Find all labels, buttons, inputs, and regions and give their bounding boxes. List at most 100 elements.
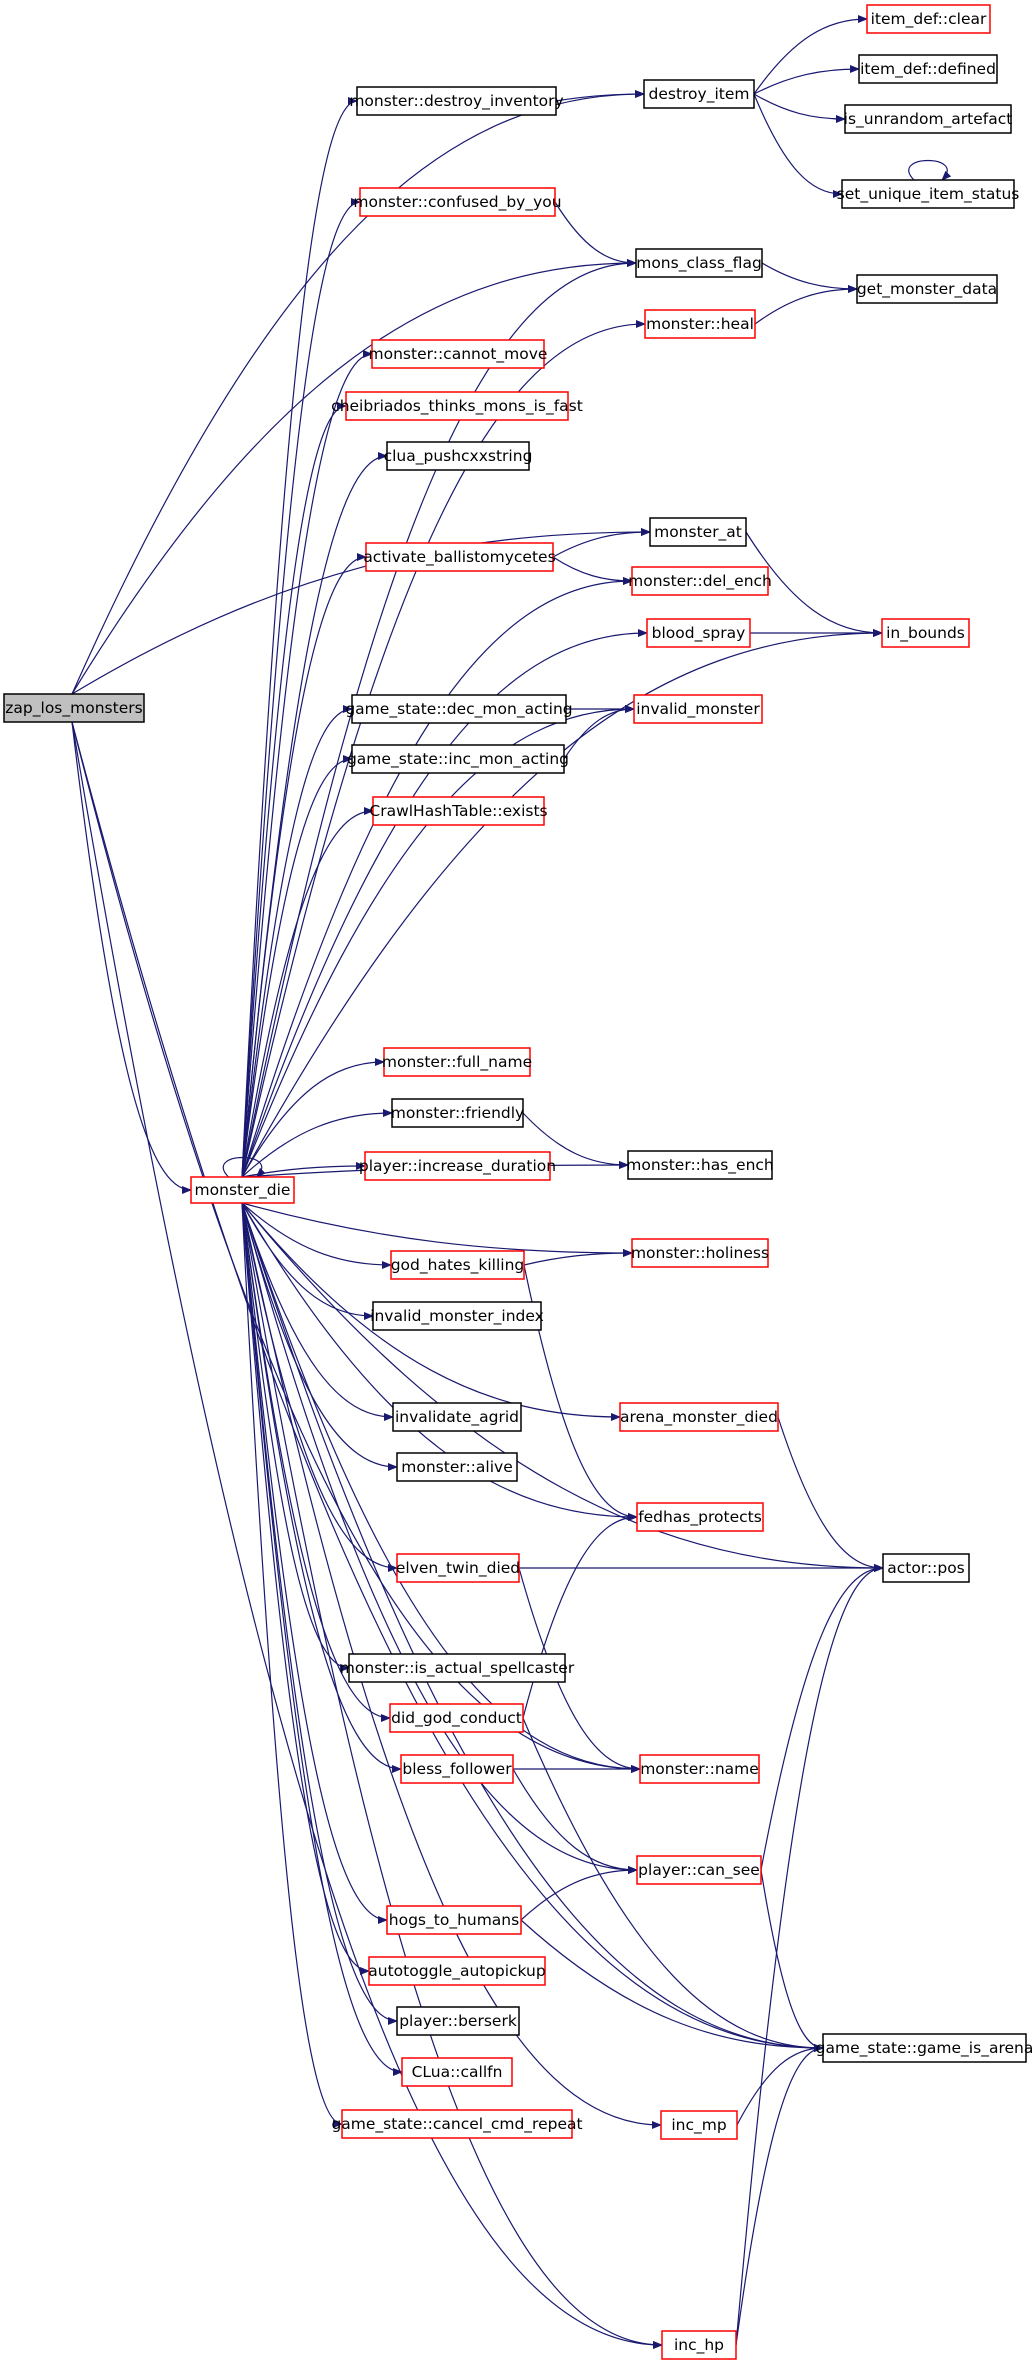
- node-activate_ballistomycetes[interactable]: activate_ballistomycetes: [363, 542, 556, 572]
- node-mon_full_name[interactable]: monster::full_name: [382, 1047, 532, 1077]
- edge-destroy_item-to-item_def_defined: [753, 65, 860, 95]
- node-god_hates_killing[interactable]: god_hates_killing: [390, 1250, 525, 1280]
- node-box: [386, 1905, 522, 1935]
- node-label: monster::alive: [401, 1458, 512, 1476]
- node-player_can_see[interactable]: player::can_see: [636, 1855, 762, 1885]
- node-box: [372, 1301, 542, 1331]
- node-in_bounds[interactable]: in_bounds: [881, 618, 970, 648]
- node-inc_mp[interactable]: inc_mp: [660, 2110, 738, 2140]
- node-destroy_item[interactable]: destroy_item: [643, 79, 755, 109]
- node-is_unrandom_artefact[interactable]: is_unrandom_artefact: [844, 104, 1013, 134]
- node-label: invalidate_agrid: [395, 1408, 519, 1427]
- node-label: invalid_monster_index: [370, 1307, 544, 1326]
- node-elven_twin_died[interactable]: elven_twin_died: [396, 1553, 520, 1583]
- node-label: autotoggle_autopickup: [368, 1962, 545, 1981]
- node-autotoggle_autopickup[interactable]: autotoggle_autopickup: [368, 1956, 546, 1986]
- node-blood_spray[interactable]: blood_spray: [646, 618, 751, 648]
- node-mon_holiness[interactable]: monster::holiness: [631, 1238, 769, 1268]
- node-gs_game_is_arena[interactable]: game_state::game_is_arena: [816, 2033, 1034, 2063]
- node-box: [636, 1855, 762, 1885]
- node-item_def_defined[interactable]: item_def::defined: [858, 54, 998, 84]
- edge-monster_die-to-mon_alive: [241, 1202, 398, 1471]
- node-box: [644, 309, 756, 339]
- edge-inc_mp-to-gs_game_is_arena: [736, 2044, 824, 2126]
- node-label: monster::friendly: [391, 1104, 524, 1122]
- node-label: monster::holiness: [631, 1244, 769, 1262]
- edge-zap_los_monsters-to-monster_die: [71, 721, 192, 1194]
- node-label: destroy_item: [649, 85, 750, 104]
- edge-monster_die-to-mon_confused_by_you: [241, 198, 361, 1178]
- edge-monster_die-to-did_god_conduct: [241, 1202, 391, 1722]
- edge-hogs_to_humans-to-player_can_see: [520, 1866, 638, 1921]
- node-label: did_god_conduct: [391, 1709, 522, 1728]
- edge-monster_die-to-mon_full_name: [241, 1058, 385, 1178]
- node-bless_follower[interactable]: bless_follower: [400, 1754, 514, 1784]
- node-gs_cancel_cmd_repeat[interactable]: game_state::cancel_cmd_repeat: [331, 2109, 583, 2139]
- node-mons_class_flag[interactable]: mons_class_flag: [635, 248, 763, 278]
- node-item_def_clear[interactable]: item_def::clear: [866, 4, 991, 34]
- node-player_increase_duration[interactable]: player::increase_duration: [359, 1151, 556, 1181]
- node-fedhas_protects[interactable]: fedhas_protects: [636, 1502, 764, 1532]
- node-actor_pos[interactable]: actor::pos: [882, 1553, 970, 1583]
- node-zap_los_monsters[interactable]: zap_los_monsters: [3, 693, 145, 723]
- node-label: cheibriados_thinks_mons_is_fast: [331, 397, 583, 416]
- node-label: game_state::inc_mon_acting: [347, 750, 569, 769]
- node-invalid_monster[interactable]: invalid_monster: [633, 694, 763, 724]
- edge-zap_los_monsters-to-inc_hp: [71, 721, 663, 2349]
- edge-destroy_item-to-set_unique_item_status: [753, 93, 843, 198]
- node-mon_is_actual_spellcaster[interactable]: monster::is_actual_spellcaster: [340, 1653, 575, 1683]
- node-clua_pushcxxstring[interactable]: clua_pushcxxstring: [384, 441, 533, 471]
- node-inc_hp[interactable]: inc_hp: [661, 2330, 737, 2360]
- node-mon_alive[interactable]: monster::alive: [396, 1452, 518, 1482]
- node-clua_callfn[interactable]: CLua::callfn: [401, 2057, 513, 2087]
- node-mon_heal[interactable]: monster::heal: [644, 309, 756, 339]
- node-set_unique_item_status[interactable]: set_unique_item_status: [837, 179, 1020, 209]
- node-monster_at[interactable]: monster_at: [649, 517, 747, 547]
- edge-activate_ballistomycetes-to-mon_del_ench: [552, 556, 633, 585]
- node-player_berserk[interactable]: player::berserk: [396, 2006, 520, 2036]
- edge-monster_die-to-bless_follower: [241, 1202, 402, 1773]
- node-invalid_monster_index[interactable]: invalid_monster_index: [370, 1301, 544, 1331]
- node-mon_confused_by_you[interactable]: monster::confused_by_you: [353, 187, 562, 217]
- node-label: fedhas_protects: [638, 1508, 762, 1527]
- node-cheibriados[interactable]: cheibriados_thinks_mons_is_fast: [331, 391, 583, 421]
- node-label: game_state::game_is_arena: [816, 2039, 1034, 2058]
- edge-monster_die-to-chht_exists: [241, 807, 374, 1178]
- node-box: [391, 1098, 524, 1128]
- node-box: [383, 1047, 531, 1077]
- edge-zap_los_monsters-to-gs_game_is_arena: [71, 721, 824, 2052]
- edge-monster_die-to-gs_inc_mon_acting: [241, 755, 353, 1178]
- node-mon_del_ench[interactable]: monster::del_ench: [628, 566, 772, 596]
- node-box: [3, 693, 145, 723]
- node-box: [359, 187, 556, 217]
- node-did_god_conduct[interactable]: did_god_conduct: [389, 1703, 524, 1733]
- node-label: blood_spray: [652, 624, 746, 643]
- edge-monster_die-to-mon_heal: [241, 320, 646, 1178]
- edge-zap_los_monsters-to-destroy_item: [71, 90, 645, 695]
- node-mon_has_ench[interactable]: monster::has_ench: [626, 1150, 774, 1180]
- node-box: [364, 1151, 551, 1181]
- node-monster_die[interactable]: monster_die: [190, 1176, 295, 1204]
- node-label: monster::full_name: [382, 1053, 532, 1072]
- edge-monster_die-to-invalidate_agrid: [241, 1202, 394, 1421]
- node-gs_inc_mon_acting[interactable]: game_state::inc_mon_acting: [347, 744, 569, 774]
- node-mon_name[interactable]: monster::name: [639, 1754, 760, 1784]
- node-mon_destroy_inventory[interactable]: monster::destroy_inventory: [349, 86, 564, 116]
- node-gs_dec_mon_acting[interactable]: game_state::dec_mon_acting: [345, 694, 573, 724]
- node-mon_cannot_move[interactable]: monster::cannot_move: [369, 339, 548, 369]
- node-mon_friendly[interactable]: monster::friendly: [391, 1098, 524, 1128]
- node-chht_exists[interactable]: CrawlHashTable::exists: [369, 796, 548, 826]
- node-get_monster_data[interactable]: get_monster_data: [856, 274, 998, 304]
- node-label: inc_mp: [671, 2116, 726, 2135]
- node-label: invalid_monster: [636, 700, 760, 719]
- node-arena_monster_died[interactable]: arena_monster_died: [619, 1402, 779, 1432]
- node-box: [841, 179, 1015, 209]
- node-label: is_unrandom_artefact: [844, 110, 1013, 129]
- node-label: monster::cannot_move: [369, 345, 548, 364]
- node-box: [372, 796, 545, 826]
- node-label: monster::has_ench: [626, 1156, 774, 1175]
- node-invalidate_agrid[interactable]: invalidate_agrid: [392, 1402, 522, 1432]
- node-hogs_to_humans[interactable]: hogs_to_humans: [386, 1905, 522, 1935]
- node-label: player::increase_duration: [359, 1157, 556, 1176]
- node-box: [368, 1956, 546, 1986]
